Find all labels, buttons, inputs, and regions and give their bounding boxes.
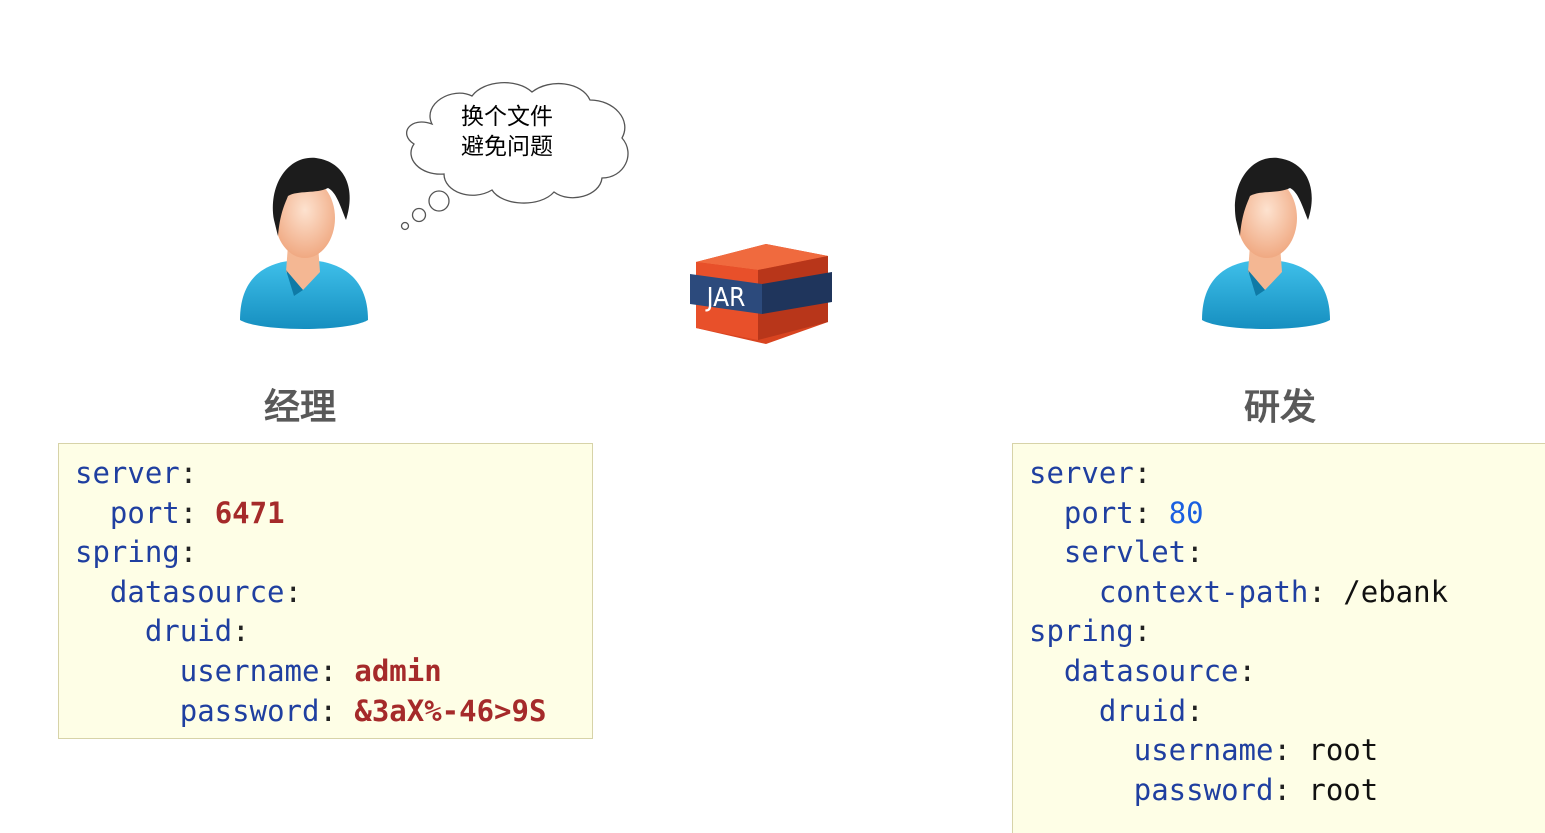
jar-label: JAR [705,283,746,313]
yaml-value: 80 [1168,495,1204,530]
developer-label: 研发 [1243,387,1316,428]
yaml-key: server [75,456,180,490]
yaml-key: port [1063,495,1134,530]
yaml-key: spring [1029,614,1134,649]
yaml-key: druid [144,614,233,649]
yaml-value: 6471 [214,495,285,530]
yaml-key: spring [75,535,180,570]
yaml-key: datasource [1063,653,1239,688]
jar-icon: JAR [688,240,834,350]
yaml-value: root [1308,772,1379,807]
developer-config-code: server: port: 80 servlet: context-path: … [1012,443,1545,833]
yaml-key: server [1029,456,1134,490]
yaml-value: admin [354,653,442,688]
yaml-key: druid [1098,693,1187,728]
yaml-key: password [1133,772,1274,807]
yaml-key: username [1133,733,1274,768]
yaml-key: port [109,495,180,530]
thought-line-1: 换个文件 [461,104,553,130]
thought-line-2: 避免问题 [461,134,553,160]
developer-user-icon [1190,150,1340,340]
manager-label: 经理 [263,387,336,428]
yaml-key: password [179,693,320,728]
yaml-value: root [1308,733,1379,768]
yaml-key: servlet [1063,535,1187,570]
manager-user-icon [228,150,378,340]
yaml-key: username [179,653,320,688]
yaml-key: datasource [109,574,285,609]
yaml-value: /ebank [1343,574,1449,609]
yaml-value: &3aX%-46>9S [354,693,547,728]
yaml-key: context-path [1098,574,1309,609]
thought-bubble: 换个文件 避免问题 [392,74,642,234]
